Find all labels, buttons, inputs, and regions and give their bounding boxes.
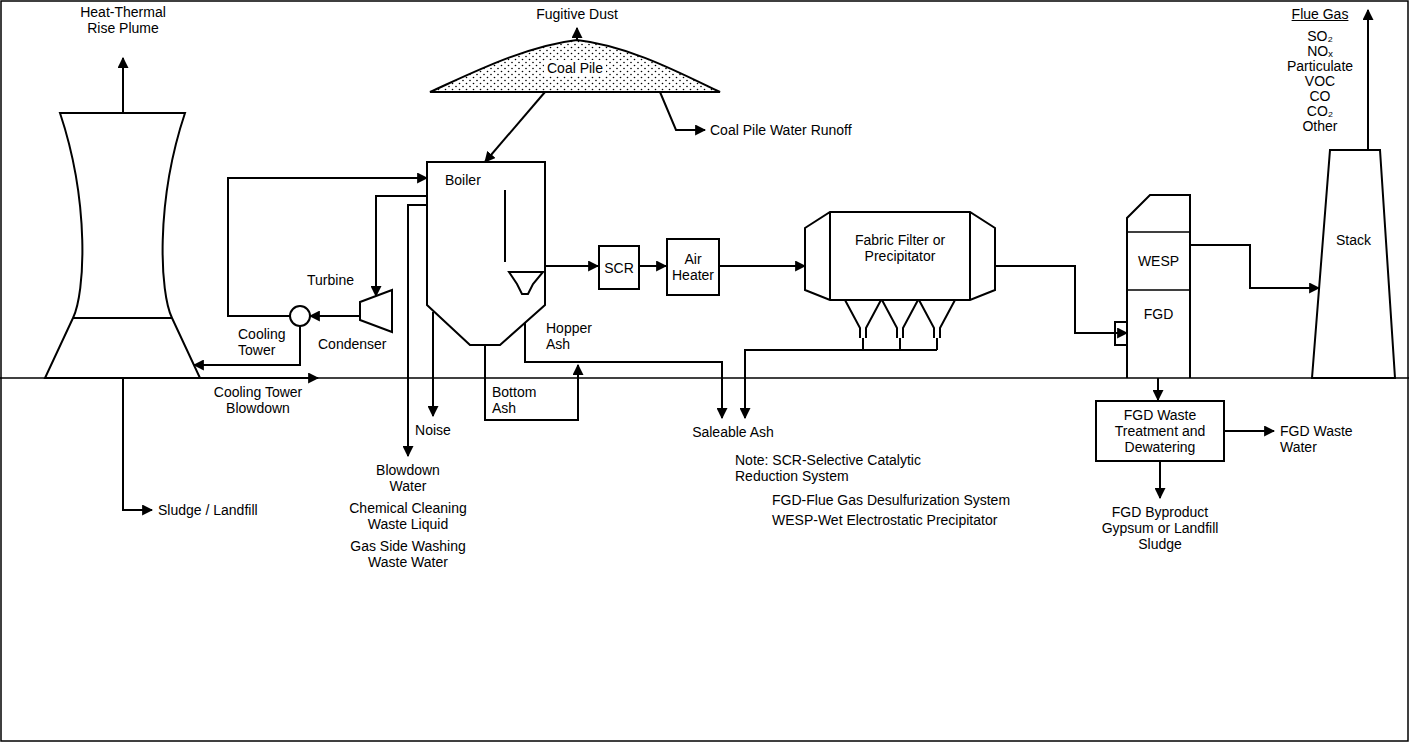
node-label: Air Heater [671,251,715,283]
node-label: Stack [1312,232,1395,248]
node-label: FGD [1127,306,1190,322]
process-box: FGD Waste Treatment and Dewatering [1095,400,1225,462]
plume-arrow [122,58,124,113]
output-arrows [123,10,1368,510]
boiler: Boiler [427,162,545,345]
discharge-label: Blowdown Water [363,462,453,494]
turbine: Turbine [360,290,392,332]
list-heading: Flue Gas [1280,6,1360,22]
coal-pile: Coal Pile [430,40,720,92]
cooling-tower-outline [45,113,200,378]
ground-line [0,377,1409,379]
node-label: Coal Pile [544,60,606,76]
discharge-label: Cooling Tower Blowdown [203,384,313,416]
node-label: WESP [1127,253,1190,269]
turbine-shape [360,290,392,332]
sludge-arrow [123,378,152,510]
vessel-section-line [1127,232,1190,290]
discharge-label: Gas Side Washing Waste Water [343,538,473,570]
pollutant-item: NOₓ [1280,43,1360,59]
boiler-shape [509,272,543,294]
blowdown-arrow [198,377,318,379]
cooling-tower-shape [45,113,200,378]
flow-connector [194,326,300,365]
stack-outline [1312,150,1395,378]
turbine-outline [360,290,392,332]
waste-water-arrow [1225,430,1274,432]
note-text: WESP-Wet Electrostatic Precipitator [772,512,1032,528]
condenser-outline [290,306,310,326]
node-label: Fabric Filter or Precipitator [830,232,970,264]
process-box: SCR [598,245,640,290]
node-label: Turbine [296,272,354,288]
process-box: Air Heater [666,238,720,296]
pollutant-item: CO₂ [1280,103,1360,119]
hopper-outlets [863,338,937,350]
fgd-section: FGD [1127,290,1190,378]
wesp-section: WESP [1127,232,1190,290]
runoff-arrow [660,92,705,130]
node-label: Boiler [445,172,481,188]
pollutant-item: VOC [1280,73,1360,89]
coal-pile-shape [430,40,720,92]
flow-connector [1190,245,1319,288]
node-label: SCR [603,260,635,276]
filter-ash-arrow [745,350,937,418]
note-text: Note: SCR-Selective Catalytic Reduction … [735,452,975,484]
pollutant-item: Particulate [1280,58,1360,74]
flow-connector [376,196,427,296]
flue-gas-arrow [1367,10,1369,150]
emission-label: Heat-Thermal Rise Plume [75,4,171,36]
boiler-outline [427,162,545,345]
note-text: FGD-Flue Gas Desulfurization System [772,492,1032,508]
fabric-filter-outline [805,212,995,338]
fabric-filter: Fabric Filter or Precipitator [805,212,995,338]
flow-connector [310,315,360,317]
node-label: Condenser [318,336,387,352]
cooling-tower-shape [73,317,172,319]
flow-connector [228,178,427,316]
boiler-blowdown-arrow [408,205,427,456]
node-label: FGD Waste Treatment and Dewatering [1100,407,1220,455]
boiler-shape [427,162,545,345]
byproduct-label: FGD Byproduct Gypsum or Landfill Sludge [1095,504,1225,552]
noise-arrow [432,312,434,416]
discharge-label: Sludge / Landfill [158,502,308,518]
flow-connector [545,265,598,267]
fgd-vessel [1127,195,1190,378]
flow-connector [1157,378,1159,400]
emission-label: Noise [408,422,458,438]
dust-arrow [576,28,578,40]
flow-connector [485,92,545,162]
flow-connector [640,265,666,267]
node-label: Cooling Tower [238,326,292,358]
byproduct-arrow [1159,462,1161,498]
ash-label: Saleable Ash [673,424,793,440]
ash-label: Bottom Ash [492,384,552,416]
vessel [1115,195,1190,378]
condenser-shape [290,306,310,326]
discharge-label: Chemical Cleaning Waste Liquid [343,500,473,532]
pollutant-item: Other [1280,118,1360,134]
flow-connector [995,266,1127,333]
hopper-ash-arrow [525,294,722,418]
discharge-label: Coal Pile Water Runoff [710,122,880,138]
discharge-label: FGD Waste Water [1280,423,1360,455]
stack-shape [1312,150,1395,378]
emission-label: Fugitive Dust [512,6,642,22]
stack: Stack [1312,150,1395,378]
condenser: Condenser [290,306,310,326]
cooling-tower: Cooling Tower [45,113,200,378]
bottom-ash-arrow [485,345,578,420]
boiler-shape [504,190,506,262]
fabric-filter-shape [805,212,995,338]
pollutant-item: CO [1280,88,1360,104]
flow-connector [720,265,805,267]
ash-label: Hopper Ash [546,320,602,352]
pollutant-item: SO₂ [1280,28,1360,44]
